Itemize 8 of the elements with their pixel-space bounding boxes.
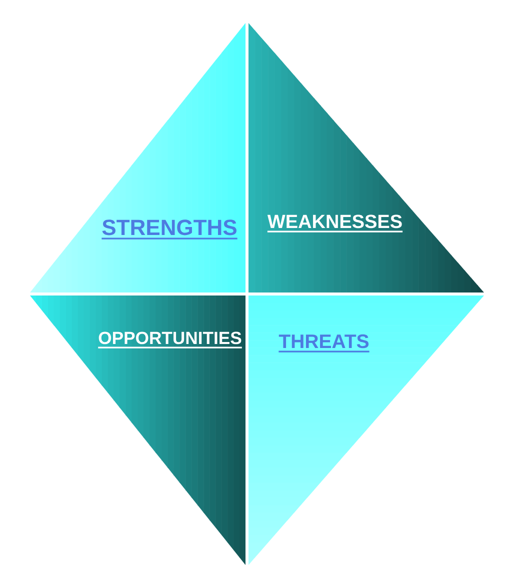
node-label: WEAKNESSES — [267, 214, 402, 228]
quadrant-triangle: OPPORTUNITIES — [30, 296, 246, 565]
node-label: STRENGTHS — [102, 220, 236, 236]
node-label: OPPORTUNITIES — [98, 332, 242, 344]
quadrant-triangle: STRENGTHS — [30, 23, 246, 292]
quadrant-triangle: THREATS — [248, 296, 484, 565]
node-label: THREATS — [278, 334, 369, 348]
quadrant-triangle: WEAKNESSES — [248, 23, 484, 292]
